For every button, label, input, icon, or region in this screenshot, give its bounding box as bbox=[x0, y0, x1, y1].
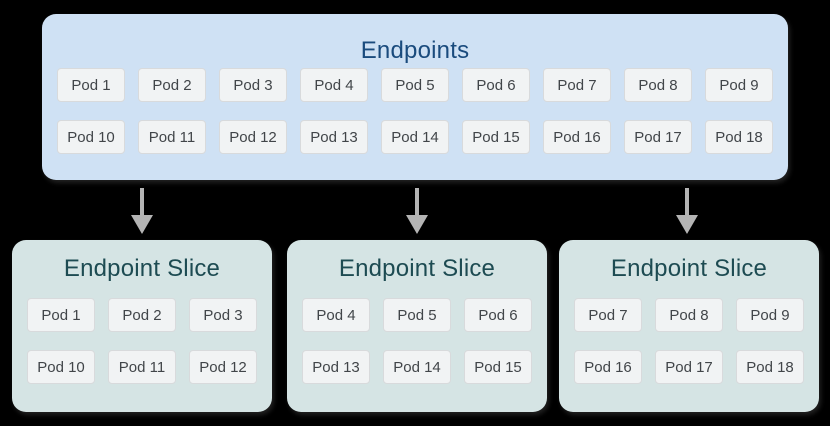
arrow-stem bbox=[685, 188, 689, 216]
down-arrow-icon bbox=[676, 188, 698, 234]
arrow-head bbox=[131, 215, 153, 234]
pod-chip: Pod 5 bbox=[381, 68, 449, 102]
pod-chip: Pod 17 bbox=[655, 350, 723, 384]
down-arrow-icon bbox=[406, 188, 428, 234]
pod-chip: Pod 16 bbox=[574, 350, 642, 384]
pod-chip: Pod 17 bbox=[624, 120, 692, 154]
endpoints-box: Endpoints Pod 1 Pod 2 Pod 3 Pod 4 Pod 5 … bbox=[42, 14, 788, 180]
slice-pod-grid: Pod 7 Pod 8 Pod 9 Pod 16 Pod 17 Pod 18 bbox=[574, 298, 804, 384]
pod-chip: Pod 4 bbox=[300, 68, 368, 102]
pod-chip: Pod 12 bbox=[219, 120, 287, 154]
pod-chip: Pod 10 bbox=[57, 120, 125, 154]
pod-chip: Pod 2 bbox=[138, 68, 206, 102]
pod-chip: Pod 3 bbox=[219, 68, 287, 102]
pod-chip: Pod 9 bbox=[705, 68, 773, 102]
endpoint-slice-box-2: Endpoint Slice Pod 4 Pod 5 Pod 6 Pod 13 … bbox=[287, 240, 547, 412]
slice-title: Endpoint Slice bbox=[63, 255, 221, 282]
pod-chip: Pod 12 bbox=[189, 350, 257, 384]
pod-chip: Pod 7 bbox=[574, 298, 642, 332]
pod-chip: Pod 1 bbox=[27, 298, 95, 332]
slice-title: Endpoint Slice bbox=[338, 255, 496, 282]
down-arrow-icon bbox=[131, 188, 153, 234]
endpoints-title: Endpoints bbox=[360, 37, 470, 64]
arrow-head bbox=[676, 215, 698, 234]
pod-chip: Pod 11 bbox=[108, 350, 176, 384]
arrow-stem bbox=[140, 188, 144, 216]
pod-chip: Pod 11 bbox=[138, 120, 206, 154]
arrow-head bbox=[406, 215, 428, 234]
pod-chip: Pod 18 bbox=[705, 120, 773, 154]
pod-chip: Pod 4 bbox=[302, 298, 370, 332]
endpoint-slice-box-3: Endpoint Slice Pod 7 Pod 8 Pod 9 Pod 16 … bbox=[559, 240, 819, 412]
pod-chip: Pod 6 bbox=[464, 298, 532, 332]
endpoint-slice-box-1: Endpoint Slice Pod 1 Pod 2 Pod 3 Pod 10 … bbox=[12, 240, 272, 412]
pod-chip: Pod 7 bbox=[543, 68, 611, 102]
pod-chip: Pod 13 bbox=[302, 350, 370, 384]
pod-chip: Pod 10 bbox=[27, 350, 95, 384]
pod-chip: Pod 15 bbox=[462, 120, 530, 154]
pod-chip: Pod 1 bbox=[57, 68, 125, 102]
pod-chip: Pod 13 bbox=[300, 120, 368, 154]
slice-pod-grid: Pod 1 Pod 2 Pod 3 Pod 10 Pod 11 Pod 12 bbox=[27, 298, 257, 384]
endpoints-pod-grid: Pod 1 Pod 2 Pod 3 Pod 4 Pod 5 Pod 6 Pod … bbox=[57, 68, 773, 154]
pod-chip: Pod 2 bbox=[108, 298, 176, 332]
pod-chip: Pod 9 bbox=[736, 298, 804, 332]
pod-chip: Pod 18 bbox=[736, 350, 804, 384]
pod-chip: Pod 6 bbox=[462, 68, 530, 102]
pod-chip: Pod 16 bbox=[543, 120, 611, 154]
pod-chip: Pod 8 bbox=[624, 68, 692, 102]
pod-chip: Pod 15 bbox=[464, 350, 532, 384]
pod-chip: Pod 8 bbox=[655, 298, 723, 332]
slice-title: Endpoint Slice bbox=[610, 255, 768, 282]
pod-chip: Pod 3 bbox=[189, 298, 257, 332]
slice-pod-grid: Pod 4 Pod 5 Pod 6 Pod 13 Pod 14 Pod 15 bbox=[302, 298, 532, 384]
pod-chip: Pod 14 bbox=[381, 120, 449, 154]
arrow-stem bbox=[415, 188, 419, 216]
pod-chip: Pod 5 bbox=[383, 298, 451, 332]
pod-chip: Pod 14 bbox=[383, 350, 451, 384]
